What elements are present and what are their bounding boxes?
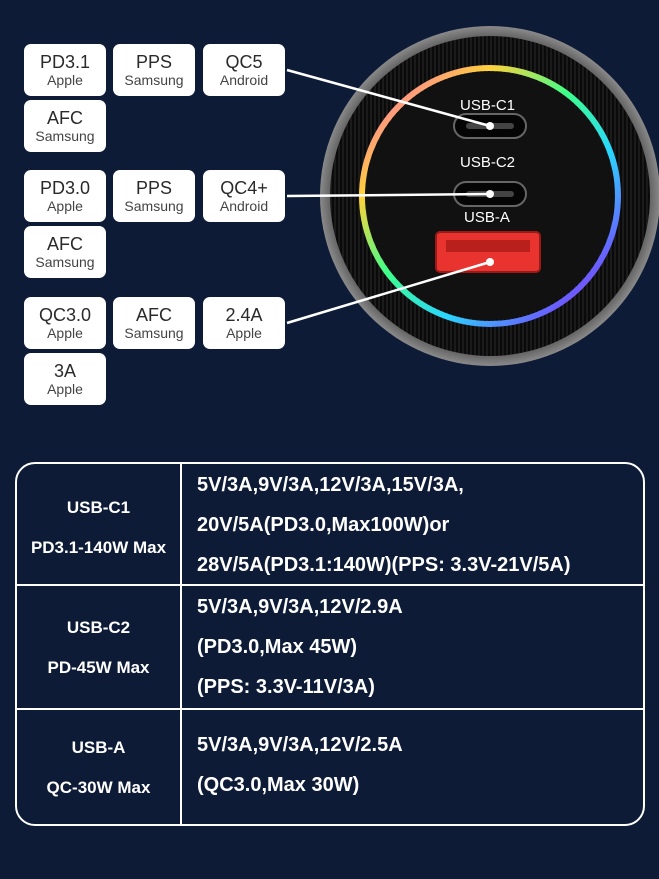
port-name: USB-C1 (66, 498, 131, 517)
badge-afc-3: AFC Samsung (113, 297, 195, 349)
badge-3a: 3A Apple (24, 353, 106, 405)
badge-qc30: QC3.0 Apple (24, 297, 106, 349)
port-label-usb-c2: USB-C2 (460, 154, 516, 171)
spec-line: (QC3.0,Max 30W) (197, 774, 360, 796)
port-name: USB-C2 (66, 618, 131, 637)
table-row-usb-c2-port: USB-C2 PD-45W Max (17, 586, 180, 708)
pd31-connector-line (286, 68, 491, 128)
pd30-connector-line (286, 192, 491, 198)
badge-qc5: QC5 Android (203, 44, 285, 96)
spec-line: 20V/5A(PD3.0,Max100W)or (197, 514, 450, 536)
spec-line: 5V/3A,9V/3A,12V/3A,15V/3A, (197, 474, 464, 496)
badge-afc-2: AFC Samsung (24, 226, 106, 278)
port-label-usb-a: USB-A (464, 209, 510, 226)
port-max: PD3.1-140W Max (30, 538, 167, 557)
badge-afc-1: AFC Samsung (24, 100, 106, 152)
charger-illustration (286, 26, 659, 366)
spec-line: 5V/3A,9V/3A,12V/2.9A (197, 596, 403, 618)
port-name: USB-A (71, 738, 126, 757)
spec-line: 28V/5A(PD3.1:140W)(PPS: 3.3V-21V/5A) (197, 554, 571, 576)
badge-pd30: PD3.0 Apple (24, 170, 106, 222)
table-row-usb-a-port: USB-A QC-30W Max (17, 710, 180, 824)
badge-2-4a: 2.4A Apple (203, 297, 285, 349)
table-divider-row2 (17, 708, 643, 710)
spec-line: (PD3.0,Max 45W) (197, 636, 358, 658)
spec-line: 5V/3A,9V/3A,12V/2.5A (197, 734, 403, 756)
table-divider-row1 (17, 584, 643, 586)
badge-pps-2: PPS Samsung (113, 170, 195, 222)
badge-pd31: PD3.1 Apple (24, 44, 106, 96)
table-divider-vertical (180, 464, 182, 824)
spec-table: USB-C1 PD3.1-140W Max 5V/3A,9V/3A,12V/3A… (15, 462, 645, 826)
spec-line: (PPS: 3.3V-11V/3A) (197, 676, 375, 698)
port-max: PD-45W Max (47, 658, 150, 677)
port-max: QC-30W Max (46, 778, 151, 797)
port-label-usb-c1: USB-C1 (460, 97, 516, 114)
table-row-usb-c1-port: USB-C1 PD3.1-140W Max (17, 464, 180, 584)
qc30-connector-line (286, 260, 491, 325)
badge-pps-1: PPS Samsung (113, 44, 195, 96)
badge-qc4plus: QC4+ Android (203, 170, 285, 222)
